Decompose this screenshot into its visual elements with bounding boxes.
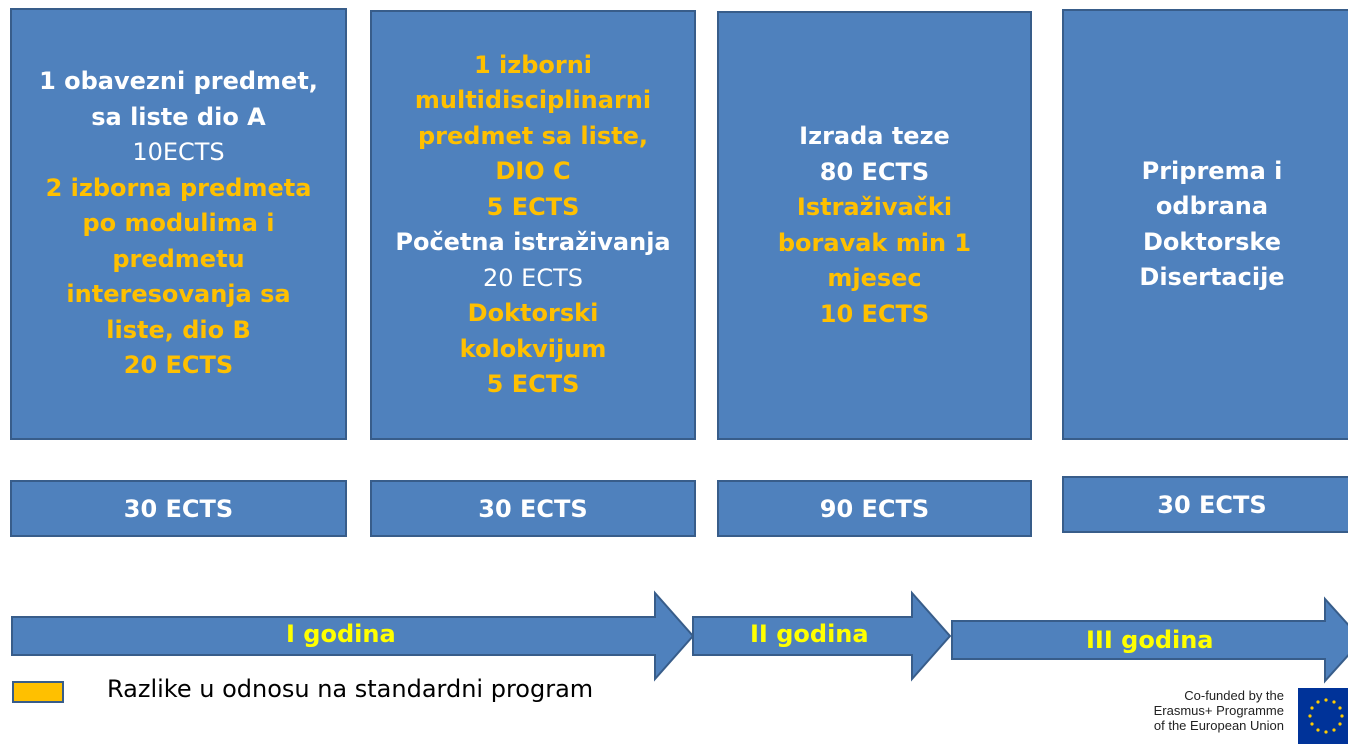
column-2-line: 20 ECTS xyxy=(483,263,583,292)
column-total-1: 30 ECTS xyxy=(10,480,347,537)
cofunded-line-3: of the European Union xyxy=(1153,718,1284,733)
column-4-line: Doktorske xyxy=(1142,227,1282,256)
eu-flag-icon xyxy=(1298,688,1348,744)
column-1-line: liste, dio B xyxy=(106,315,251,344)
cofunded-line-2: Erasmus+ Programme xyxy=(1153,703,1284,718)
column-1-line: 1 obavezni predmet, xyxy=(39,67,318,96)
column-1-line: 2 izborna predmeta xyxy=(45,173,312,202)
column-1-line: interesovanja sa xyxy=(66,280,291,309)
column-1-line: sa liste dio A xyxy=(91,102,266,131)
column-1-line: predmetu xyxy=(112,244,245,273)
column-4-line: odbrana xyxy=(1155,192,1269,220)
column-3-line: Izrada teze xyxy=(799,122,950,150)
cofunded-line-1: Co-funded by the xyxy=(1184,688,1284,703)
column-1-line: 20 ECTS xyxy=(123,351,234,380)
column-box-3: Izrada teze 80 ECTS Istraživački boravak mi… xyxy=(717,11,1032,440)
column-total-3: 90 ECTS xyxy=(717,480,1032,537)
column-total-4: 30 ECTS xyxy=(1062,476,1348,533)
cofunded-text: Co-funded by the Erasmus+ Programme of t… xyxy=(1154,688,1284,733)
column-total-2: 30 ECTS xyxy=(370,480,696,537)
year-arrow-2 xyxy=(692,590,952,682)
legend-text: Razlike u odnosu na standardni program xyxy=(107,675,594,703)
year-arrow-3 xyxy=(951,596,1348,684)
year-label-2: II godina xyxy=(750,620,869,648)
year-label-1: I godina xyxy=(286,620,396,648)
column-3-line: Istraživački xyxy=(796,193,953,221)
column-box-1: 1 obavezni predmet, sa liste dio A 10ECTS 2… xyxy=(10,8,347,440)
column-2-line: DIO C xyxy=(495,157,571,185)
column-2-line: Početna istraživanja xyxy=(395,228,671,256)
column-3-line: 80 ECTS xyxy=(819,157,930,186)
column-2-line: 1 izborni xyxy=(473,50,593,79)
column-3-line: 10 ECTS xyxy=(819,299,930,328)
column-1-line: 10ECTS xyxy=(132,138,225,167)
column-2-line: multidisciplinarni xyxy=(414,86,652,114)
column-4-line: Disertacije xyxy=(1139,263,1285,291)
column-2-line: kolokvijum xyxy=(459,334,607,363)
column-3-line: mjesec xyxy=(827,264,922,292)
year-label-3: III godina xyxy=(1086,626,1214,654)
column-box-2: 1 izborni multidisciplinarni predmet sa li… xyxy=(370,10,696,440)
column-2-line: predmet sa liste, xyxy=(417,121,649,150)
year-arrow-1 xyxy=(11,590,695,682)
column-1-line: po modulima i xyxy=(82,209,275,238)
column-4-line: Priprema i xyxy=(1141,156,1283,185)
column-3-line: boravak min 1 xyxy=(777,228,972,257)
column-2-line: Doktorski xyxy=(467,299,599,327)
column-2-line: 5 ECTS xyxy=(486,370,580,398)
legend-swatch xyxy=(12,681,64,703)
column-2-line: 5 ECTS xyxy=(486,192,580,221)
